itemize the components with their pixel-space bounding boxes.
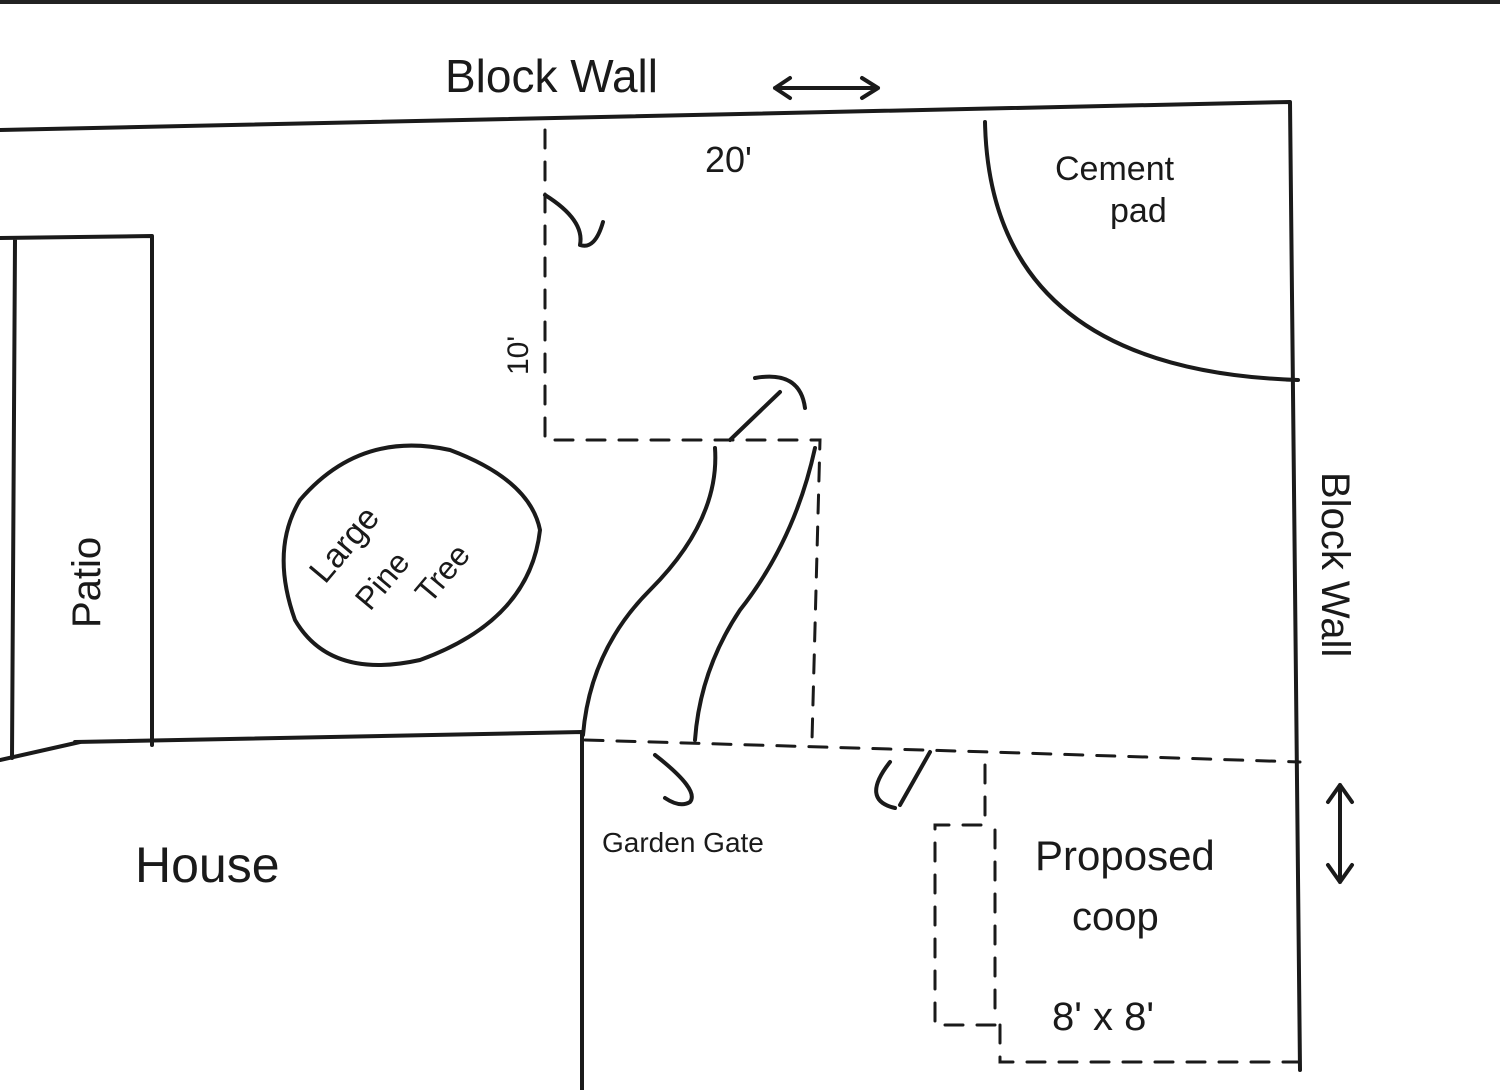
cement-pad-label-line2: pad bbox=[1110, 192, 1167, 230]
cement-pad-label-line1: Cement bbox=[1055, 150, 1175, 188]
gate-swing-icon bbox=[874, 750, 932, 810]
coop-label-line2: coop bbox=[1072, 895, 1159, 939]
gate-swing-icon bbox=[728, 374, 807, 442]
patio-outline bbox=[0, 234, 154, 762]
gate-swing-icon bbox=[653, 753, 694, 807]
pine-tree-circle bbox=[281, 443, 542, 667]
height-dimension-label: 10' bbox=[502, 336, 535, 375]
gate-swing-icon bbox=[543, 193, 605, 248]
cement-pad-arc bbox=[983, 120, 1300, 382]
width-dimension-label: 20' bbox=[705, 139, 752, 180]
coop-size-label: 8' x 8' bbox=[1052, 995, 1154, 1039]
right-wall-label: Block Wall bbox=[1313, 472, 1357, 657]
coop-label-line1: Proposed bbox=[1035, 832, 1215, 879]
tree-label-line3: Tree bbox=[408, 537, 477, 610]
patio-label: Patio bbox=[65, 537, 109, 628]
house-label: House bbox=[135, 837, 280, 893]
gate-line-dashed bbox=[583, 738, 1302, 764]
house-outline bbox=[73, 730, 584, 1090]
block-wall-outline bbox=[0, 100, 1302, 1072]
garden-gate-label: Garden Gate bbox=[602, 827, 764, 858]
path-right-edge bbox=[693, 446, 817, 742]
horizontal-arrow-icon bbox=[773, 76, 880, 100]
top-wall-label: Block Wall bbox=[445, 50, 658, 102]
scan-edge bbox=[0, 0, 1500, 4]
vertical-arrow-icon bbox=[1326, 783, 1354, 884]
path-left-edge bbox=[581, 446, 718, 737]
coop-outline-dashed bbox=[933, 763, 1302, 1064]
garden-area-dashed bbox=[543, 128, 822, 742]
